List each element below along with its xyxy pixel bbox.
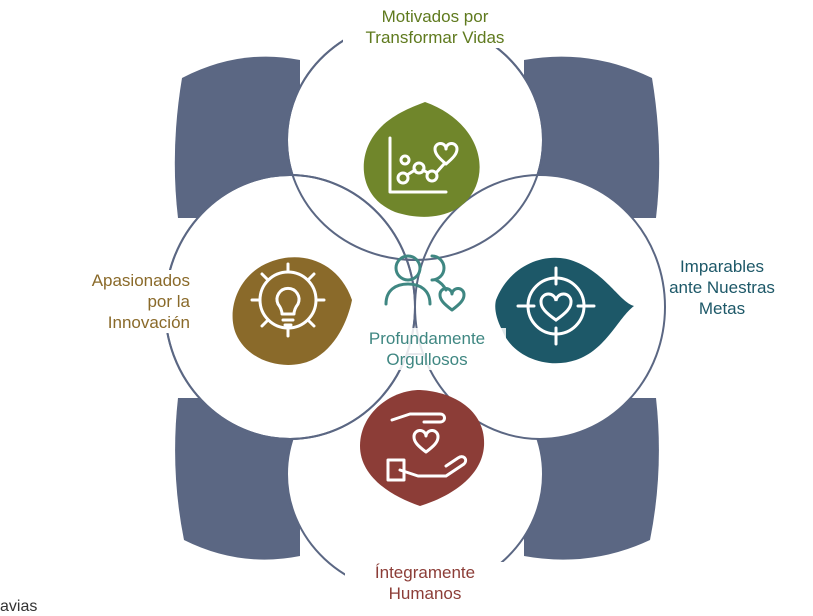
label-line: Motivados por bbox=[381, 7, 489, 26]
label-line: Profundamente bbox=[368, 329, 486, 348]
label-apasionados: Apasionados por la Innovación bbox=[12, 270, 194, 333]
label-motivados: Motivados por Transformar Vidas bbox=[343, 6, 527, 48]
people-heart-icon bbox=[384, 254, 466, 312]
label-line: Transformar Vidas bbox=[365, 28, 505, 47]
label-line: por la bbox=[147, 292, 190, 311]
label-line: Orgullosos bbox=[386, 350, 468, 369]
frame-corner-bottom-left bbox=[175, 398, 300, 560]
drop-top bbox=[363, 102, 480, 217]
drop-left bbox=[232, 257, 352, 365]
label-profundamente: Profundamente Orgullosos bbox=[348, 328, 506, 370]
hands-heart-icon bbox=[386, 412, 468, 482]
label-line: Humanos bbox=[388, 584, 462, 603]
cropped-text-fragment: avias bbox=[0, 598, 38, 615]
label-line: Apasionados bbox=[91, 271, 190, 290]
label-line: Innovación bbox=[107, 313, 190, 332]
label-line: Íntegramente bbox=[374, 563, 476, 582]
label-imparables: Imparables ante Nuestras Metas bbox=[640, 256, 804, 319]
growth-chart-heart-icon bbox=[388, 136, 459, 194]
heart-target-icon bbox=[516, 266, 596, 346]
label-line: ante Nuestras bbox=[669, 278, 775, 297]
label-line: Imparables bbox=[679, 257, 765, 276]
drop-right bbox=[495, 257, 634, 364]
label-integramente: Íntegramente Humanos bbox=[345, 562, 505, 616]
gear-lightbulb-icon bbox=[250, 262, 326, 338]
label-line: Metas bbox=[698, 299, 746, 318]
